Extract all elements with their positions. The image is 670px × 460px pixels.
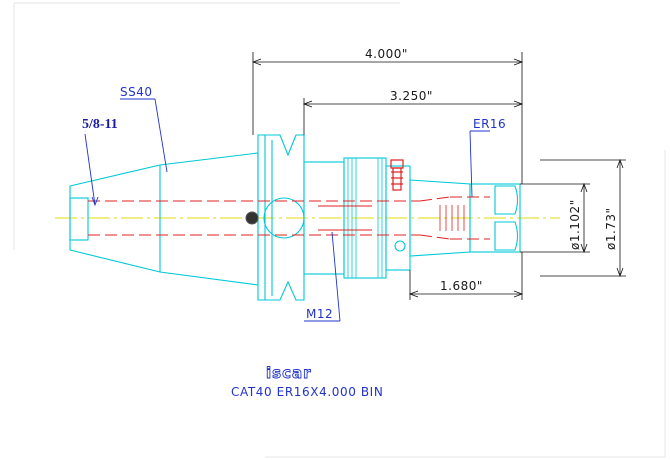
clamp-nut	[469, 183, 521, 253]
retention-end	[69, 197, 89, 241]
part-description: CAT40 ER16X4.000 BIN	[231, 385, 383, 399]
dim-bore-diameter: ø1.102"	[568, 199, 582, 250]
dim-nut-length: 1.680"	[440, 279, 483, 293]
set-screw-icon	[390, 159, 404, 191]
taper-shank	[69, 152, 259, 286]
v-flange	[257, 134, 305, 301]
label-collet: ER16	[473, 117, 506, 131]
hidden-lines	[88, 196, 490, 240]
coolant-port	[394, 240, 406, 252]
frame-lines	[13, 2, 666, 458]
leader-arrow	[91, 196, 99, 207]
brand-logo: iscar	[266, 364, 311, 382]
label-screw: M12	[306, 307, 333, 321]
label-taper: SS40	[120, 85, 153, 99]
nut-lobe-top	[494, 185, 519, 215]
nut-lobe-bottom	[494, 221, 519, 251]
leader-lines	[84, 98, 490, 322]
dim-gauge-length: 3.250"	[390, 89, 433, 103]
label-thread: 5/8-11	[82, 117, 118, 132]
tool-holder-body	[69, 134, 521, 301]
collet-bore	[439, 205, 465, 231]
dimension-lines	[251, 52, 626, 300]
dim-overall-length: 4.000"	[365, 47, 408, 61]
dim-nut-diameter: ø1.73"	[604, 207, 618, 250]
ball-bearing	[245, 211, 259, 225]
